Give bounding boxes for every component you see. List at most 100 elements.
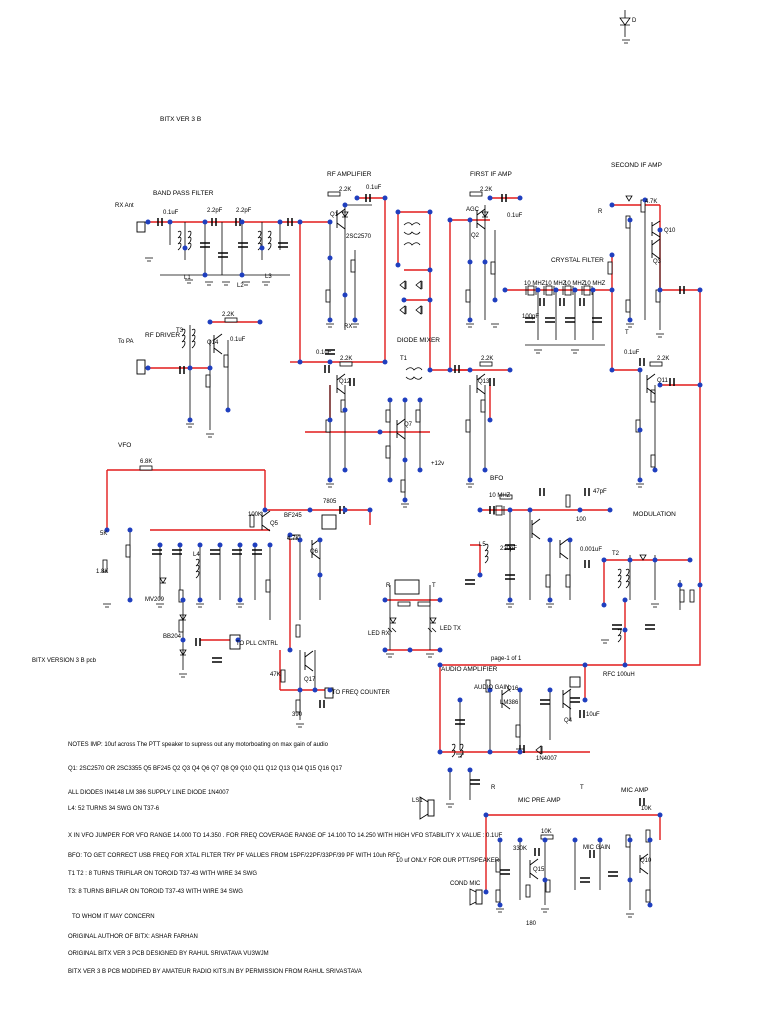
label-c-01uf-5: 0.1uF bbox=[624, 350, 640, 356]
label-r-22k-2: 2.2K bbox=[480, 187, 493, 193]
transistor-q8 bbox=[531, 518, 541, 540]
label-r-22k-3: 2.2K bbox=[340, 356, 353, 362]
label-q14: Q14 bbox=[207, 340, 219, 346]
crystals bbox=[493, 285, 593, 516]
page-label: page-1 of 1 bbox=[491, 656, 522, 662]
label-c-01uf-3: 0.1uF bbox=[507, 213, 523, 219]
port-rx-ant: RX Ant bbox=[115, 203, 134, 209]
transistor-q3 bbox=[651, 238, 661, 260]
transistor-q5 bbox=[261, 510, 271, 532]
label-r-1-8k: 1.8K bbox=[96, 569, 109, 575]
section-audio-amplifier: AUDIO AMPLIFIER bbox=[441, 666, 498, 673]
label-q1: Q1 bbox=[330, 212, 339, 218]
led-tx-icon bbox=[427, 627, 437, 633]
section-vfo: VFO bbox=[118, 442, 132, 449]
label-r-22k-6: 2.2K bbox=[222, 312, 235, 318]
label-c-22pf-1: 2.2pF bbox=[207, 208, 223, 214]
label-rfc: RFC 100uH bbox=[603, 672, 635, 678]
label-t3: T3 bbox=[176, 328, 184, 334]
junction-dots bbox=[104, 195, 703, 908]
note-line-5: X IN VFO JUMPER FOR VFO RANGE 14.000 TO … bbox=[68, 833, 503, 839]
transistor-q9 bbox=[559, 538, 569, 560]
note-line-4: L4: 52 TURNS 34 SWG ON T37-6 bbox=[68, 806, 160, 812]
label-rx: RX bbox=[344, 324, 353, 330]
section-mic-amp: MIC AMP bbox=[621, 787, 649, 794]
label-r: R bbox=[598, 209, 603, 215]
label-bb204: BB204 bbox=[163, 634, 182, 640]
section-rf-amplifier: RF AMPLIFIER bbox=[327, 171, 372, 178]
label-r-22k-1: 2.2K bbox=[339, 187, 352, 193]
label-r-10k-mic2: 10K bbox=[641, 806, 652, 812]
label-q13: Q13 bbox=[478, 379, 490, 385]
label-xtal-10mhz-bfo: 10 MHZ bbox=[489, 493, 511, 499]
label-c-10uf: 10uF bbox=[586, 712, 600, 718]
port-to-pa: To PA bbox=[118, 339, 134, 345]
label-t2: T2 bbox=[612, 551, 620, 557]
port-led-tx: LED TX bbox=[440, 626, 461, 632]
label-r-47k-vfo: 4.7K bbox=[287, 536, 300, 542]
port-ls1: LS1 bbox=[412, 798, 423, 804]
section-rf-driver: RF DRIVER bbox=[145, 332, 181, 339]
label-diode-top: D bbox=[632, 18, 637, 24]
label-q11: Q11 bbox=[657, 378, 668, 384]
note-line-11: ORIGINAL BITX VER 3 PCB DESIGNED BY RAHU… bbox=[68, 951, 269, 957]
label-q16: Q16 bbox=[507, 686, 519, 692]
transistor-q11 bbox=[646, 373, 656, 395]
diodes bbox=[159, 10, 647, 755]
label-c-0001uf: 0.001uF bbox=[580, 547, 603, 553]
label-t1: T1 bbox=[400, 356, 408, 362]
label-c-22pf-2: 2.2pF bbox=[236, 208, 252, 214]
label-lm386: LM386 bbox=[500, 700, 519, 706]
red-traces bbox=[106, 197, 701, 892]
label-r-47k-big: 47K bbox=[270, 672, 281, 678]
label-q2: Q2 bbox=[471, 233, 480, 239]
note-line-8: T3: 8 TURNS BIFILAR ON TOROID T37-43 WIT… bbox=[68, 889, 243, 895]
pcb-label: BITX VERSION 3 B pcb bbox=[32, 658, 97, 664]
label-q6: Q6 bbox=[310, 549, 319, 555]
note-line-3: ALL DIODES IN4148 LM 386 SUPPLY LINE DIO… bbox=[68, 790, 229, 796]
label-q12: Q12 bbox=[339, 379, 351, 385]
label-c-01uf-2: 0.1uF bbox=[366, 185, 382, 191]
label-c-47pf: 47pF bbox=[593, 489, 607, 495]
label-t-tx: T bbox=[432, 583, 436, 589]
label-q17: Q17 bbox=[304, 677, 316, 683]
section-bfo: BFO bbox=[490, 475, 504, 482]
transistor-q1 bbox=[336, 208, 346, 230]
port-to-pll: TO PLL CNTRL bbox=[236, 641, 279, 647]
transistor-q7 bbox=[396, 418, 406, 440]
label-r-330k: 330K bbox=[513, 846, 528, 852]
port-to-freq: TO FREQ COUNTER bbox=[332, 690, 390, 696]
label-xtal-10mhz-4: 10 MHZ bbox=[584, 281, 606, 287]
label-agc: AGC bbox=[466, 207, 480, 213]
label-mic-gain: MIC GAIN bbox=[583, 845, 611, 851]
label-r-10k-mic: 10K bbox=[541, 829, 552, 835]
transistor-q13 bbox=[476, 373, 486, 395]
label-q4: Q4 bbox=[564, 718, 573, 724]
transistor-q17 bbox=[304, 650, 314, 672]
transistor-q12 bbox=[336, 373, 346, 395]
label-r-22k-5: 2.2K bbox=[657, 356, 670, 362]
microphone-icon bbox=[469, 888, 477, 906]
transistor-q10-a bbox=[651, 220, 661, 238]
transistor-q15 bbox=[529, 858, 539, 880]
label-c-01uf-4: 0.1uF bbox=[316, 350, 332, 356]
label-l2: L2 bbox=[237, 283, 244, 289]
label-r-audio: R bbox=[491, 785, 496, 791]
transistor-q2 bbox=[476, 208, 486, 230]
label-r-180: 180 bbox=[526, 921, 537, 927]
speaker-icon bbox=[419, 796, 429, 820]
ground-symbols bbox=[103, 39, 664, 918]
label-c-220pf: 220pF bbox=[500, 546, 518, 552]
label-r-68k: 6.8K bbox=[140, 459, 153, 465]
label-q10: Q10 bbox=[640, 858, 652, 864]
label-r-100k: 100K bbox=[248, 512, 263, 518]
port-led-rx: LED RX bbox=[368, 631, 390, 637]
label-audio-gain: AUDIO GAIN bbox=[474, 685, 510, 691]
label-c-01uf-1: 0.1uF bbox=[163, 210, 179, 216]
ic-boxes bbox=[136, 221, 581, 905]
label-l4: L4 bbox=[193, 552, 200, 558]
note-line-1: NOTES IMP: 10uf across The PTT speaker t… bbox=[68, 742, 328, 748]
label-bf245: BF245 bbox=[284, 513, 302, 519]
inductors bbox=[177, 222, 630, 758]
